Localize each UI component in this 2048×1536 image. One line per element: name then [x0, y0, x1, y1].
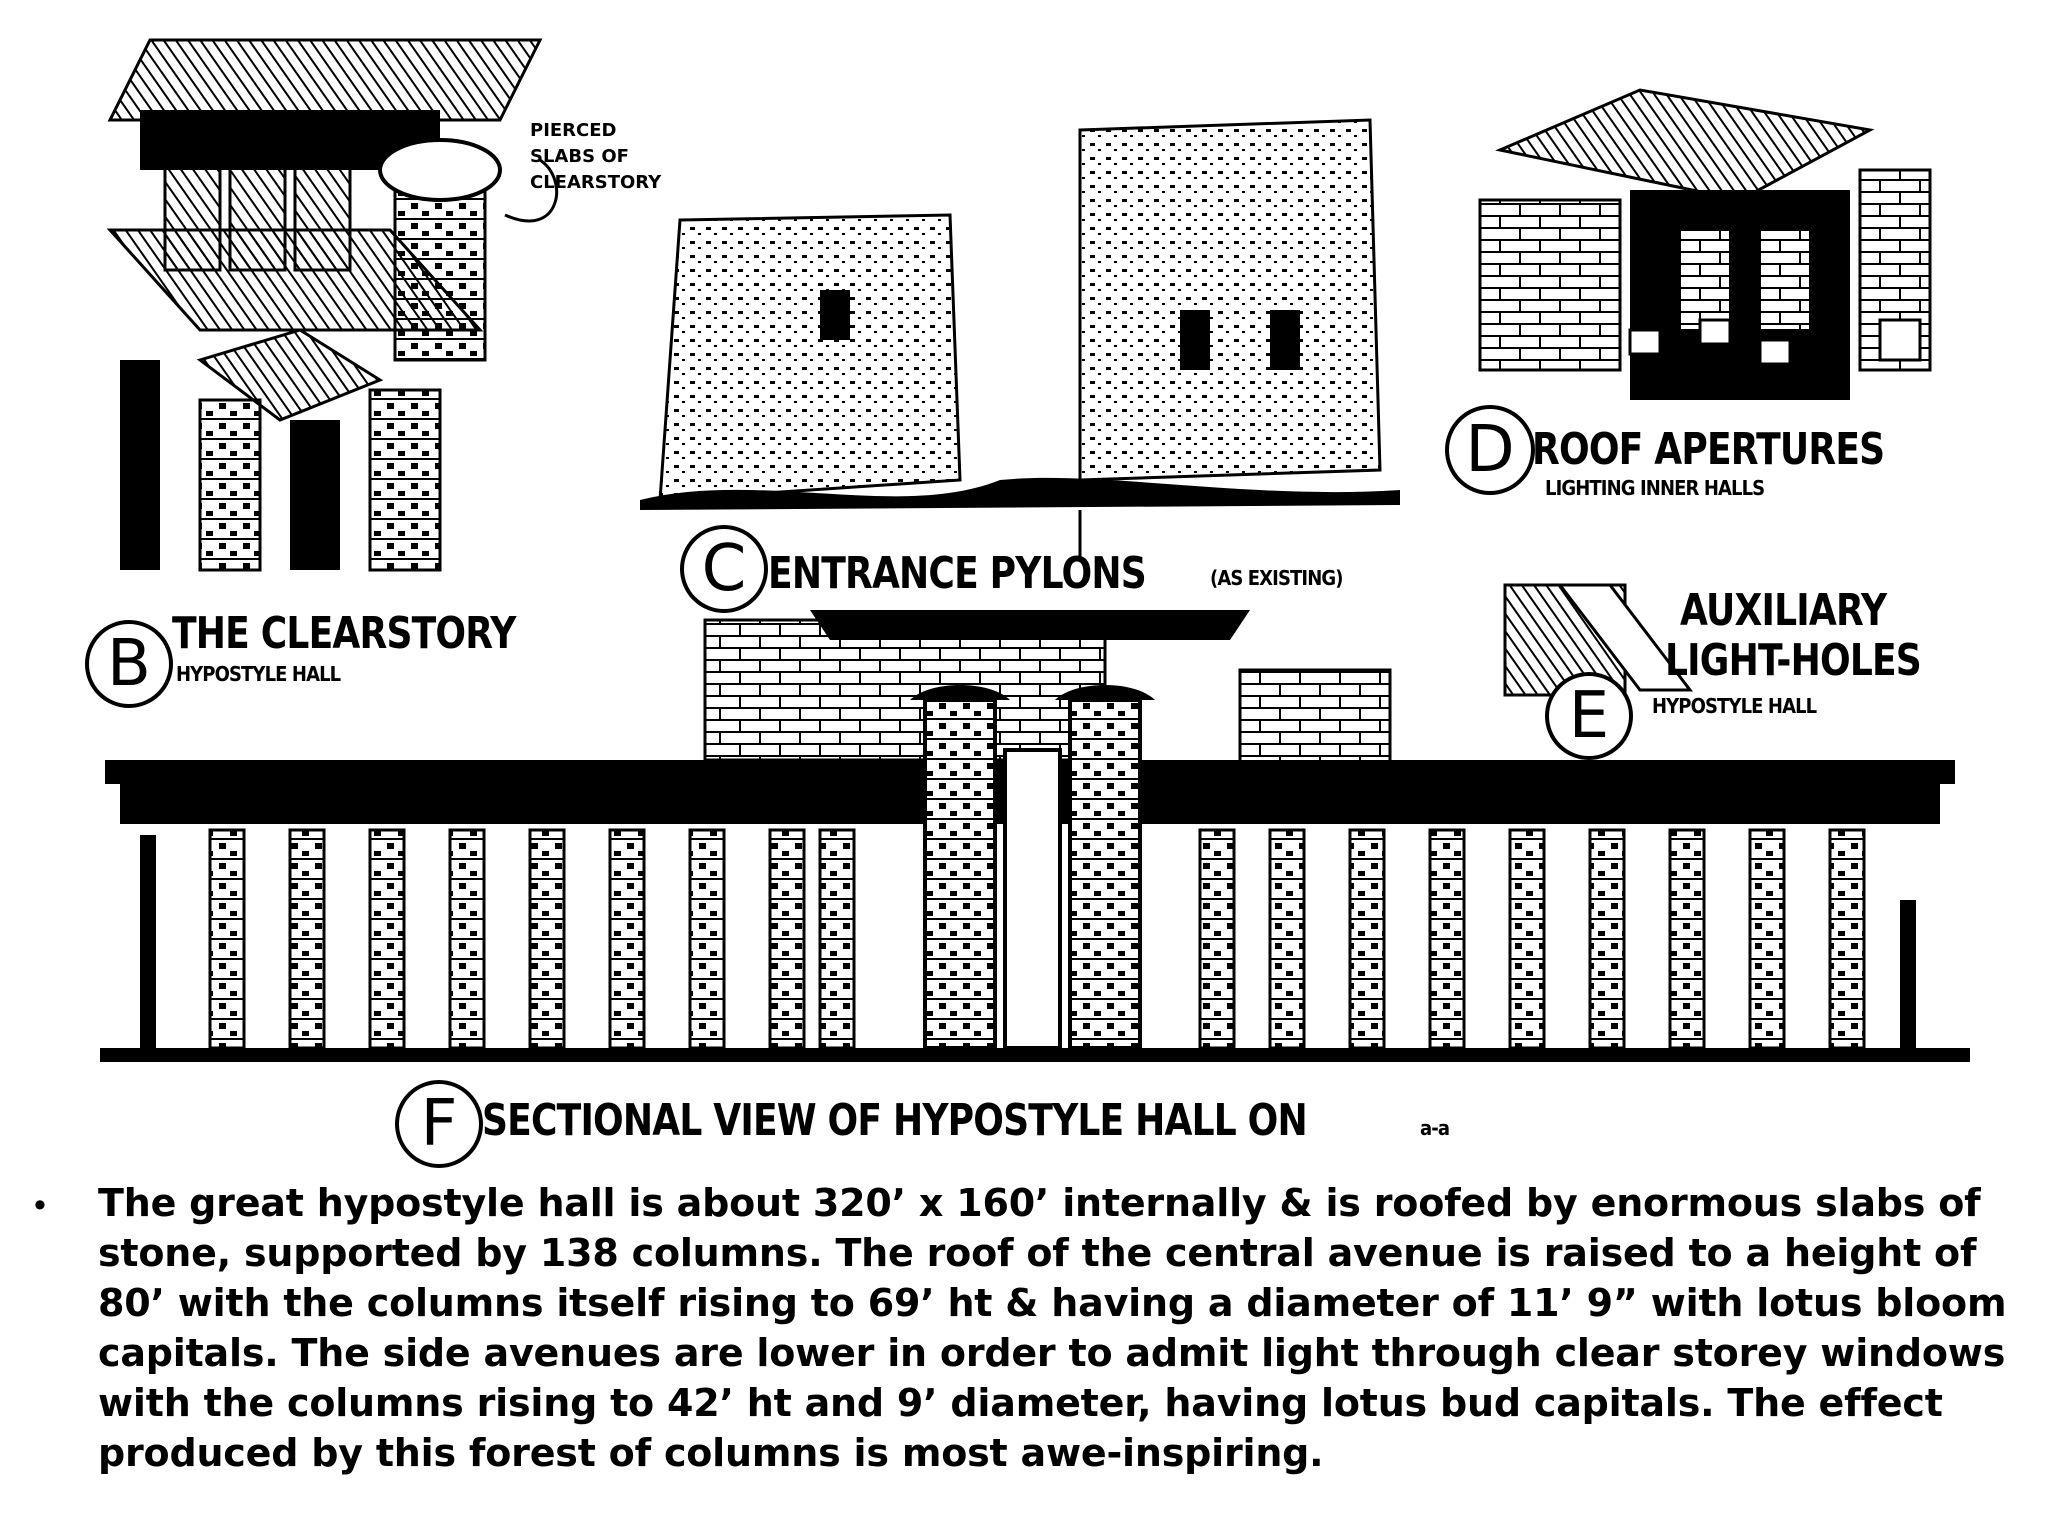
apertures-title: ROOF APERTURES	[1532, 424, 1885, 475]
clearstory-title: THE CLEARSTORY	[172, 608, 516, 659]
section-suffix: a-a	[1420, 1116, 1450, 1140]
circle-letter-d: D	[1445, 405, 1535, 495]
roof-apertures-drawing	[1478, 88, 1932, 400]
note-line-3: CLEARSTORY	[530, 172, 662, 193]
note-line-2: SLABS OF	[530, 146, 629, 167]
light-holes-title-1: AUXILIARY	[1680, 585, 1887, 636]
clearstory-subtitle: HYPOSTYLE HALL	[176, 662, 341, 686]
illustration-sheet	[100, 38, 1970, 1062]
entrance-pylons-drawing	[640, 118, 1400, 560]
circle-letter-b: B	[85, 620, 173, 708]
circle-letter-e: E	[1545, 672, 1633, 760]
light-holes-title-2: LIGHT-HOLES	[1665, 635, 1922, 686]
hypostyle-hall-section	[100, 610, 1970, 1062]
circle-letter-c: C	[680, 525, 768, 613]
description-text: The great hypostyle hall is about 320’ x…	[98, 1181, 2007, 1475]
apertures-subtitle: LIGHTING INNER HALLS	[1545, 476, 1765, 500]
pylons-title: ENTRANCE PYLONS	[768, 548, 1147, 599]
section-title: SECTIONAL VIEW OF HYPOSTYLE HALL ON	[482, 1095, 1308, 1146]
clearstory-drawing	[106, 38, 559, 572]
note-line-1: PIERCED	[530, 120, 617, 141]
circle-letter-f: F	[395, 1080, 483, 1168]
pylons-subtitle: (AS EXISTING)	[1210, 566, 1343, 590]
light-holes-subtitle: HYPOSTYLE HALL	[1652, 694, 1817, 718]
bullet-marker: •	[34, 1186, 46, 1224]
